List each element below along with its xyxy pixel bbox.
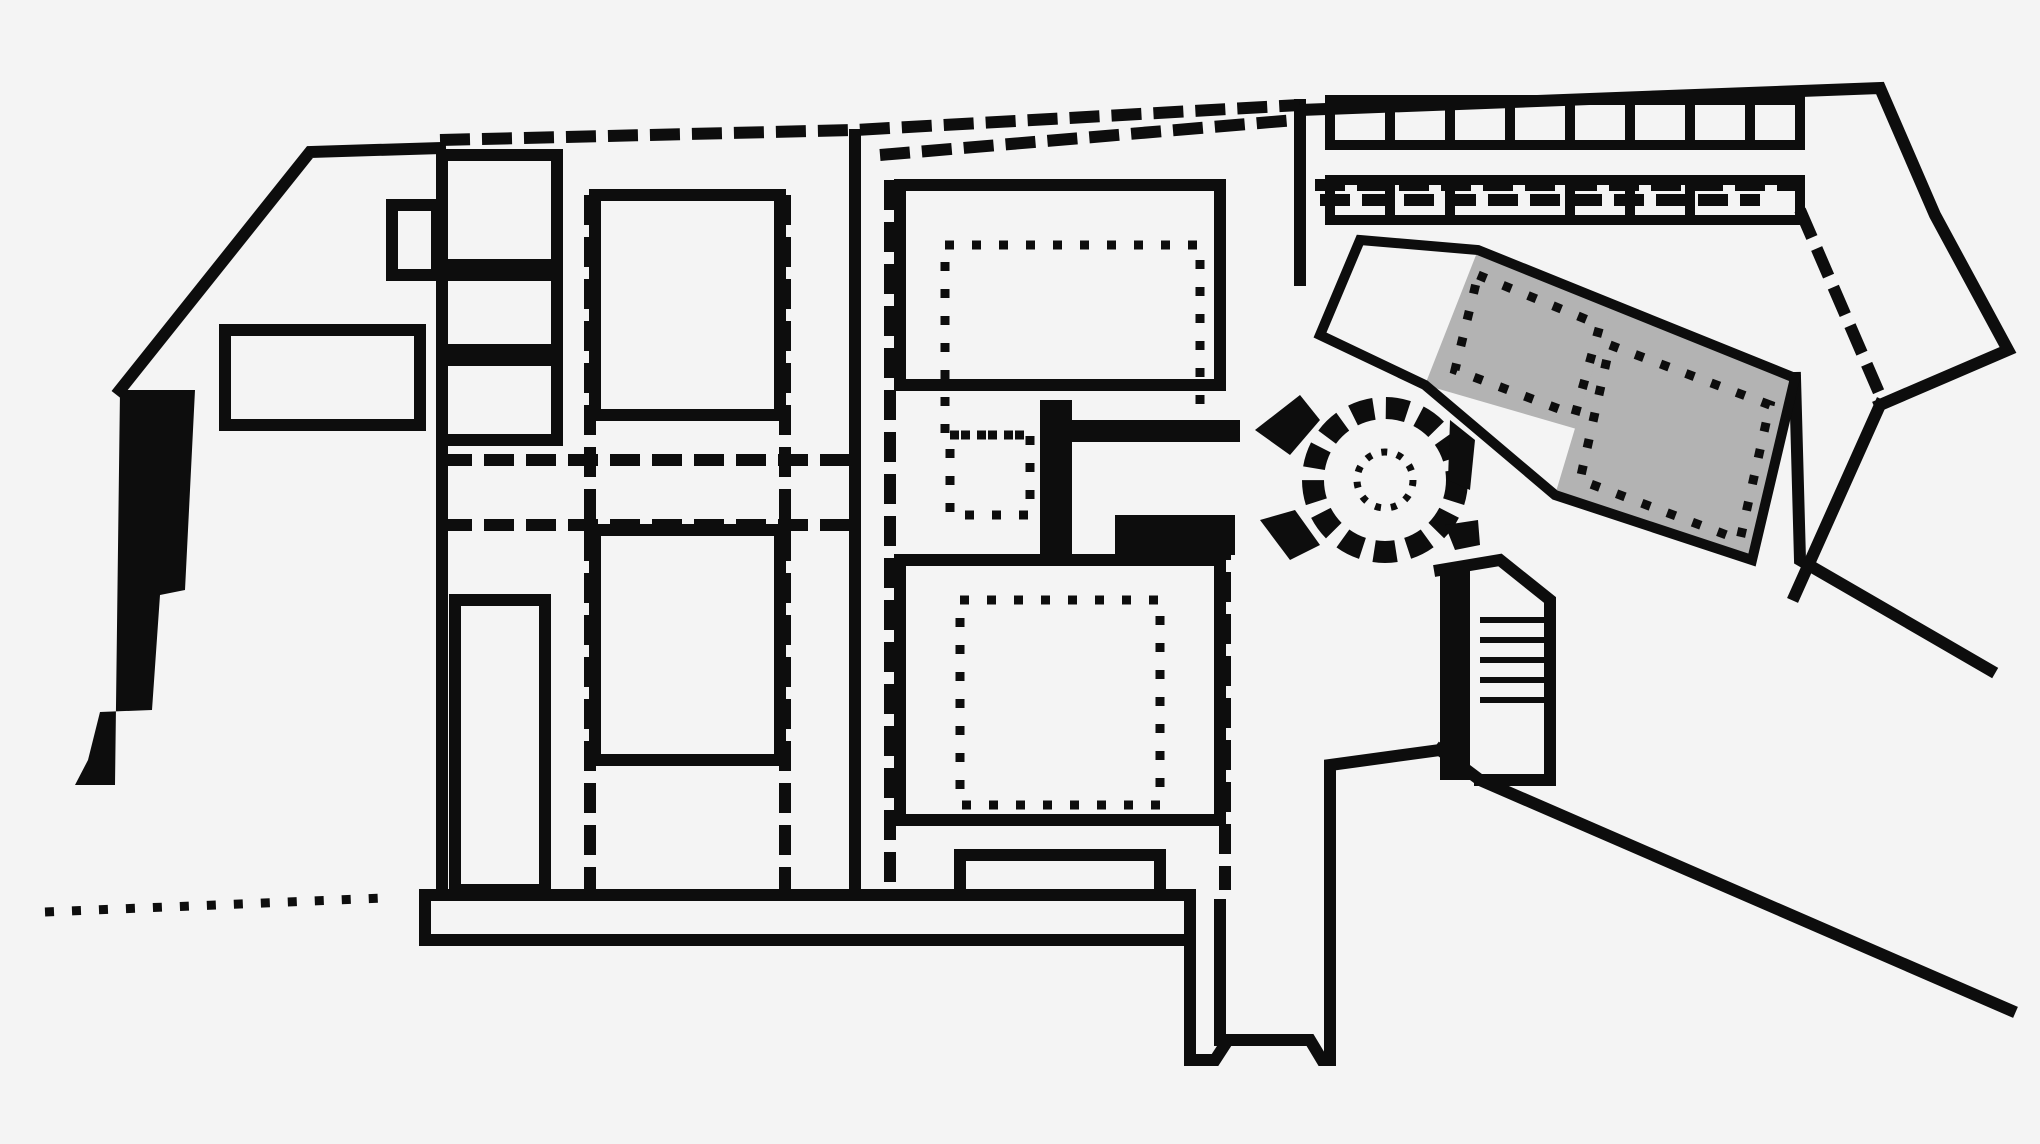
rotunda-southwest-wing — [1260, 510, 1320, 560]
east-wing-wall-inner — [1787, 397, 1888, 603]
east-wing-wall — [1788, 371, 1999, 679]
hall-1-colonnade — [1449, 268, 1606, 421]
rotunda-southeast-wing — [1445, 520, 1480, 550]
east-stair-block — [1440, 570, 1470, 780]
west-corridor-rooms — [449, 594, 551, 896]
north-court-west — [589, 189, 786, 421]
south-cloister-colonnade — [955, 595, 1165, 810]
north-wall-dashed — [439, 99, 1301, 146]
north-corridor-dashed — [879, 114, 1296, 161]
room-nw-2 — [436, 269, 563, 356]
room-nw-3 — [436, 354, 563, 446]
rotunda-west-wing — [1255, 395, 1320, 455]
room-porch — [386, 199, 443, 281]
lost-south-wall — [44, 893, 386, 917]
east-stairs — [1480, 617, 1545, 703]
west-wall-mass — [75, 390, 195, 785]
south-court-west — [589, 524, 786, 766]
church-wall — [1184, 743, 1447, 1066]
central-blocks — [1040, 400, 1470, 780]
west-wing-room — [219, 324, 426, 431]
refectory — [954, 849, 1166, 901]
outer-wall-south — [419, 889, 1196, 946]
hall-2-colonnade — [1574, 338, 1776, 547]
rotunda — [1255, 395, 1480, 563]
rotunda-column-ring — [1353, 448, 1417, 512]
highlighted-hall-2 — [1555, 305, 1795, 560]
apse-east — [1433, 553, 1556, 786]
highlighted-halls-outline — [1313, 234, 1801, 567]
outer-wall-northwest — [111, 141, 447, 399]
rotunda-east-wing — [1448, 420, 1475, 490]
east-wing-dashed — [1794, 207, 1886, 398]
central-hall — [894, 179, 1226, 391]
highlighted-hall-1 — [1425, 250, 1612, 430]
central-lintel — [1040, 420, 1240, 442]
south-court-pier — [1115, 515, 1235, 555]
west-court-rooms — [219, 149, 1226, 901]
northeast-cells — [1325, 95, 1805, 225]
highlighted-halls — [1425, 250, 1795, 560]
